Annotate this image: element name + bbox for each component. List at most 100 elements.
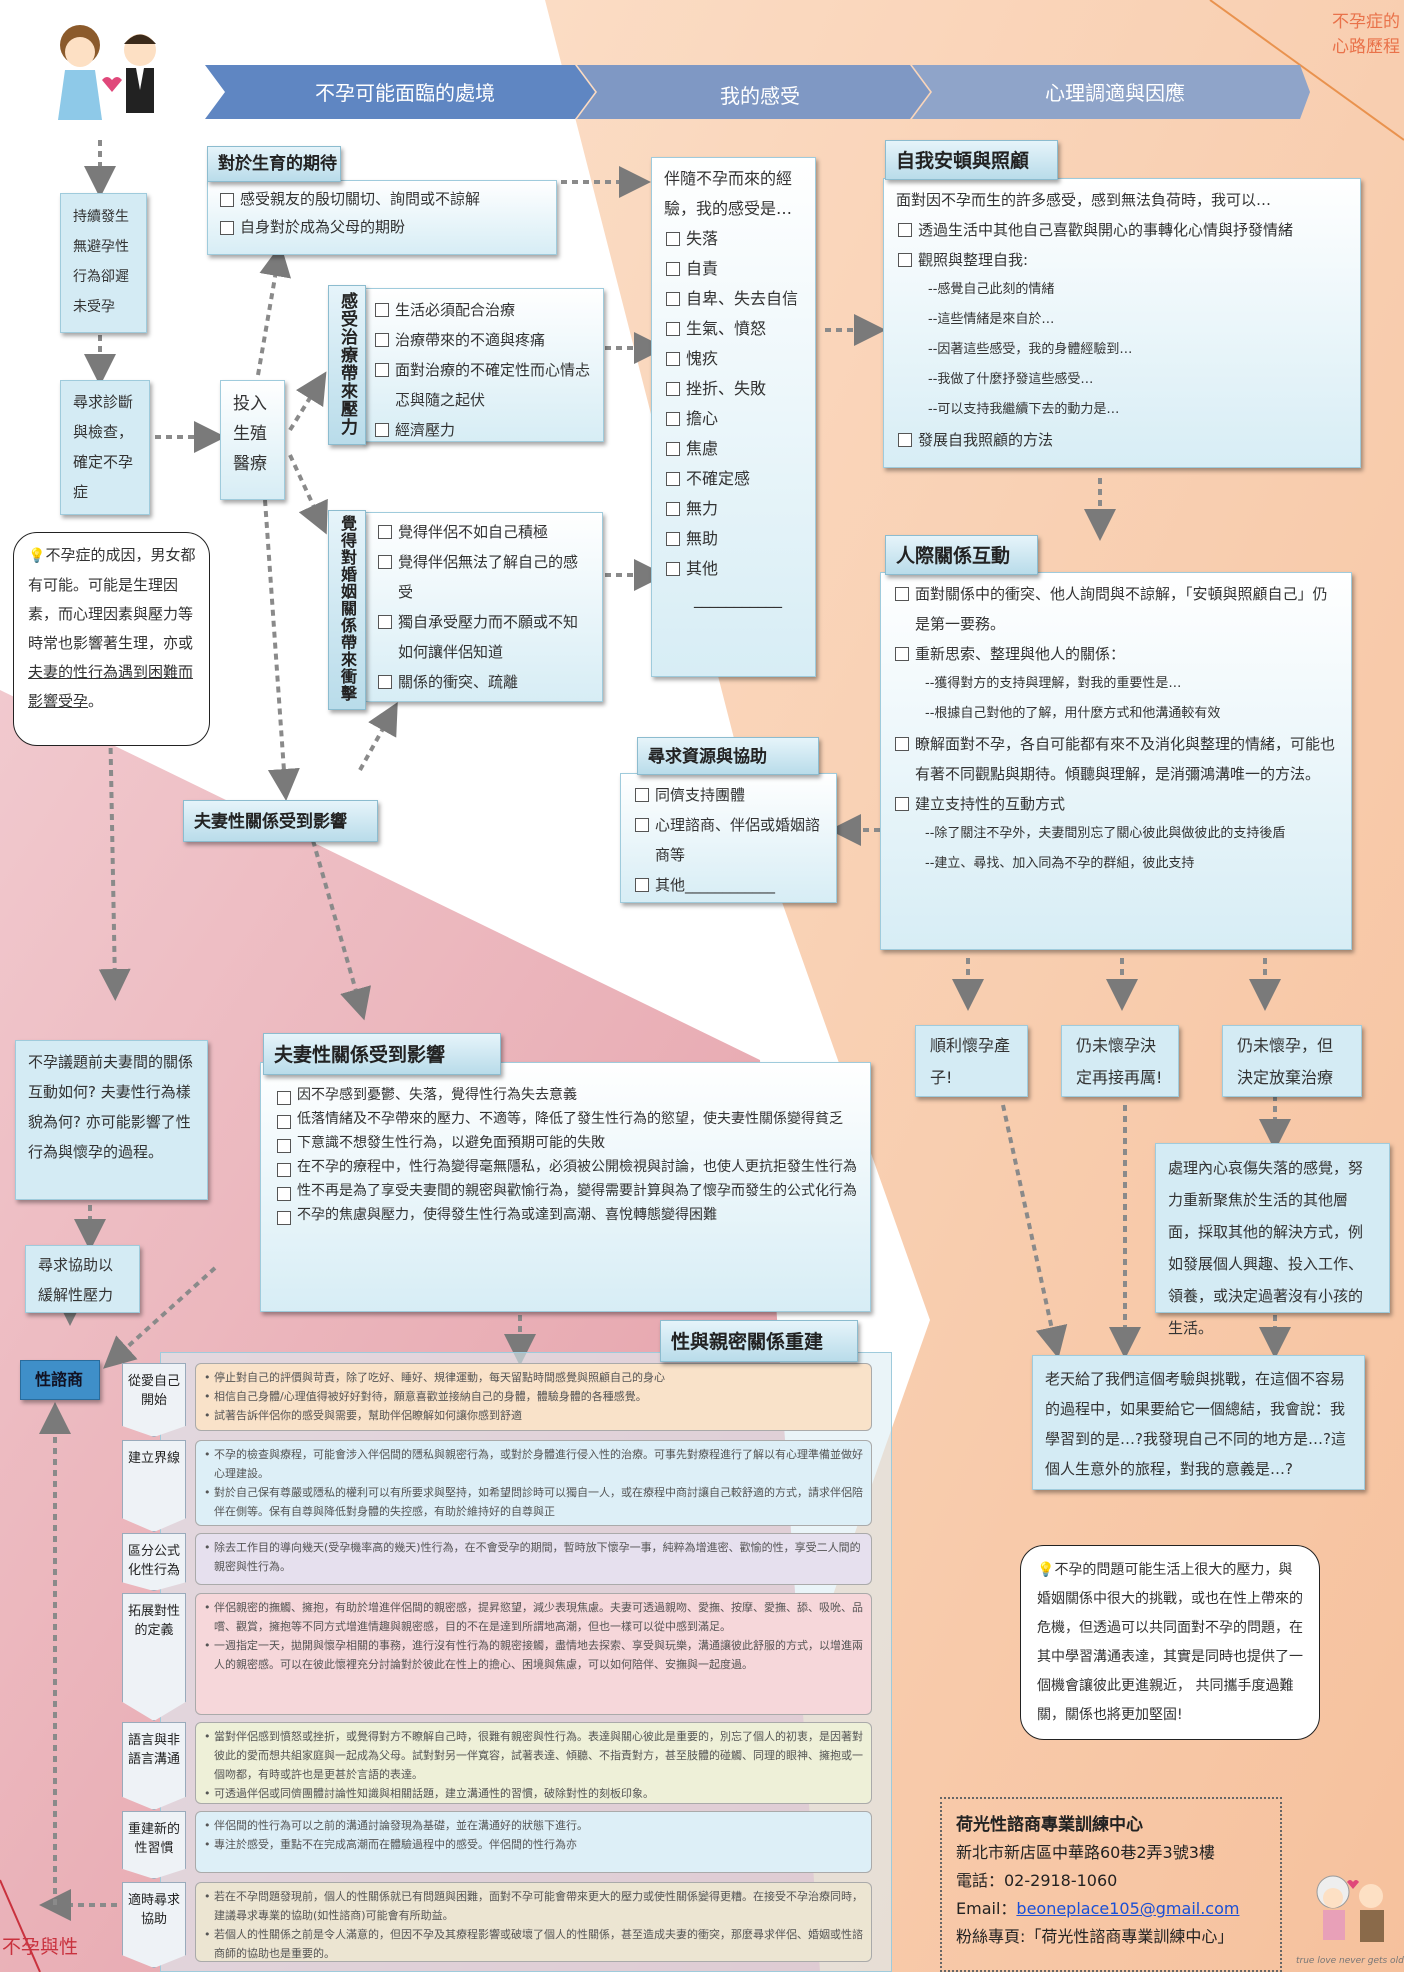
outcome-give-up: 仍未懷孕，但決定放棄治療	[1222, 1025, 1362, 1097]
rebuild-stage-label: 建立界線	[122, 1440, 186, 1532]
sexual-item: 低落情緒及不孕帶來的壓力、不適等，降低了發生性行為的慾望，使夫妻性關係變得貧乏	[275, 1107, 858, 1131]
header-banner	[205, 65, 1310, 119]
rebuild-stage-point: 專注於感受，重點不在完成高潮而在體驗過程中的感受。伴侶間的性行為亦	[204, 1835, 863, 1854]
feeling-item: 其他	[664, 554, 803, 584]
grief-box: 處理內心哀傷失落的感覺，努力重新聚焦於生活的其他層面，採取其他的解決方式，例如發…	[1155, 1143, 1390, 1337]
therapy-box: 性諮商	[20, 1360, 100, 1400]
interpersonal-sub: --建立、尋找、加入同為不孕的群組，彼此支持	[925, 856, 1195, 871]
outcome-pregnant-text: 順利懷孕產子!	[930, 1036, 1011, 1087]
marriage-affected-small: 夫妻性關係受到影響	[183, 800, 378, 842]
rebuild-stage-point: 伴侶間的性行為可以之前的溝通討論發現為基礎，並在溝通好的狀態下進行。	[204, 1816, 863, 1835]
sexual-box: 因不孕感到憂鬱、失落，覺得性行為失去意義 低落情緒及不孕帶來的壓力、不適等，降低…	[260, 1062, 871, 1312]
expectation-title: 對於生育的期待	[207, 146, 341, 182]
sexual-title: 夫妻性關係受到影響	[263, 1033, 501, 1075]
interpersonal-title: 人際關係互動	[885, 535, 1038, 575]
marriage-impact-box: 覺得伴侶不如自己積極 覺得伴侶無法了解自己的感受 獨自承受壓力而不願或不知如何讓…	[365, 512, 603, 702]
center-phone: 電話：02-2918-1060	[956, 1871, 1118, 1890]
corner-title: 不孕症的 心路歷程	[1332, 12, 1400, 57]
self-care-intro: 面對因不孕而生的許多感受，感到無法負荷時，我可以…	[896, 191, 1272, 209]
feeling-item: 不確定感	[664, 464, 803, 494]
rebuild-stage-box: 不孕的檢查與療程，可能會涉入伴侶間的隱私與親密行為，或對於身體進行侵入性的治療。…	[195, 1440, 872, 1526]
rebuild-stage-point: 對於自己保有尊嚴或隱私的權利可以有所要求與堅持，如希望問診時可以獨自一人，或在療…	[204, 1483, 863, 1521]
bulb-icon: 💡	[28, 548, 46, 564]
treatment-stress-item: 治療帶來的不適與疼痛	[373, 325, 593, 355]
resources-item: 其他____________	[633, 870, 824, 900]
tip-challenge-text: 不孕的問題可能生活上很大的壓力，與婚姻關係中很大的挑戰，或也在性上帶來的危機，但…	[1037, 1562, 1303, 1723]
feeling-item: 生氣、憤怒	[664, 314, 803, 344]
tip-cause-underlined: 夫妻的性行為遇到困難而影響受孕	[28, 663, 194, 710]
resources-item: 心理諮商、伴侶或婚姻諮商等	[633, 810, 824, 870]
feeling-item: 挫折、失敗	[664, 374, 803, 404]
rebuild-stage-box: 伴侶間的性行為可以之前的溝通討論發現為基礎，並在溝通好的狀態下進行。專注於感受，…	[195, 1811, 872, 1873]
feelings-box: 伴隨不孕而來的經驗，我的感受是… 失落 自責 自卑、失去自信 生氣、憤怒 愧疚 …	[651, 157, 816, 677]
feelings-blank: ___________	[694, 589, 782, 608]
marriage-impact-item: 覺得伴侶無法了解自己的感受	[376, 547, 592, 607]
reflection-box: 老天給了我們這個考驗與挑戰，在這個不容易的過程中，如果要給它一個總結，我會說：我…	[1032, 1355, 1365, 1490]
header-step2: 我的感受	[720, 84, 800, 108]
treatment-text: 投入生殖醫療	[233, 394, 267, 474]
center-address: 新北市新店區中華路60巷2弄3號3樓	[956, 1843, 1215, 1862]
self-care-sub: --因著這些感受，我的身體經驗到…	[928, 342, 1133, 357]
interpersonal-item: 瞭解面對不孕，各自可能都有來不及消化與整理的情緒，可能也有著不同觀點與期待。傾聽…	[893, 729, 1339, 789]
feeling-item: 愧疚	[664, 344, 803, 374]
rebuild-stage-label: 拓展對性的定義	[122, 1593, 186, 1721]
expectation-item: 感受親友的殷切關切、詢問或不諒解	[218, 185, 546, 213]
interpersonal-box: 面對關係中的衝突、他人詢問與不諒解，「安頓與照顧自己」仍是第一要務。 重新思索、…	[880, 572, 1352, 950]
self-care-item: 發展自我照顧的方法	[896, 425, 1348, 455]
tip-cause-end: 。	[88, 692, 104, 710]
self-care-title: 自我安頓與照顧	[885, 140, 1058, 180]
marriage-impact-item: 關係的衝突、疏離	[376, 667, 592, 697]
resources-item: 同儕支持團體	[633, 780, 824, 810]
rebuild-stage-point: 可透過伴侶或同儕團體討論性知識與相關話題，建立溝通性的習慣，破除對性的刻板印象。	[204, 1784, 863, 1803]
interpersonal-sub: --獲得對方的支持與理解，對我的重要性是…	[925, 676, 1182, 691]
rebuild-stage-label: 適時尋求協助	[122, 1882, 186, 1968]
treatment-stress-box: 生活必須配合治療 治療帶來的不適與疼痛 面對治療的不確定性而心情忐忑與隨之起伏 …	[362, 288, 604, 442]
tip-challenge: 💡不孕的問題可能生活上很大的壓力，與婚姻關係中很大的挑戰，或也在性上帶來的危機，…	[1020, 1545, 1320, 1740]
feeling-item: 失落	[664, 224, 803, 254]
treatment-box: 投入生殖醫療	[220, 380, 285, 500]
sexual-item: 因不孕感到憂鬱、失落，覺得性行為失去意義	[275, 1083, 858, 1107]
interpersonal-item: 重新思索、整理與他人的關係：	[893, 639, 1339, 669]
marriage-impact-item: 獨自承受壓力而不願或不知如何讓伴侶知道	[376, 607, 592, 667]
feeling-item: 擔心	[664, 404, 803, 434]
treatment-stress-item: 面對治療的不確定性而心情忐忑與隨之起伏	[373, 355, 593, 415]
self-care-item: 透過生活中其他自己喜歡與開心的事轉化心情與抒發情緒	[896, 215, 1348, 245]
outcome-pregnant: 順利懷孕產子!	[915, 1025, 1028, 1097]
rebuild-stage-label: 重建新的性習慣	[122, 1811, 186, 1879]
treatment-stress-title: 感受治療帶來壓力	[328, 285, 366, 445]
rebuild-stage-label: 從愛自己開始	[122, 1363, 186, 1437]
sexual-item: 不孕的焦慮與壓力，使得發生性行為或達到高潮、喜悅轉態變得困難	[275, 1203, 858, 1227]
grief-text: 處理內心哀傷失落的感覺，努力重新聚焦於生活的其他層面，採取其他的解決方式，例如發…	[1168, 1159, 1364, 1337]
self-care-sub: --可以支持我繼續下去的動力是…	[928, 402, 1120, 417]
header-step1: 不孕可能面臨的處境	[315, 81, 495, 105]
feeling-item: 自責	[664, 254, 803, 284]
center-email-label: Email：	[956, 1899, 1017, 1918]
center-fanpage: 粉絲專頁:「荷光性諮商專業訓練中心」	[956, 1927, 1234, 1946]
sexual-item: 下意識不想發生性行為，以避免面預期可能的失敗	[275, 1131, 858, 1155]
sexual-item: 在不孕的療程中，性行為變得毫無隱私，必須被公開檢視與討論，也使人更抗拒發生性行為	[275, 1155, 858, 1179]
rebuild-stage-point: 除去工作目的導向幾天(受孕機率高的幾天)性行為，在不會受孕的期間，暫時放下懷孕一…	[204, 1538, 863, 1576]
interpersonal-sub: --除了關注不孕外，夫妻間別忘了關心彼此與做彼此的支持後盾	[925, 826, 1286, 841]
tip-cause-text: 不孕症的成因，男女都有可能。可能是生理因素，而心理因素與壓力等時常也影響著生理，…	[28, 546, 196, 652]
resources-title: 尋求資源與協助	[637, 737, 819, 775]
rebuild-stage-point: 若在不孕問題發現前，個人的性關係就已有問題與困難，面對不孕可能會帶來更大的壓力或…	[204, 1887, 863, 1925]
no-pregnancy-text: 持續發生無避孕性行為卻遲未受孕	[73, 209, 129, 315]
resources-box: 同儕支持團體 心理諮商、伴侶或婚姻諮商等 其他____________	[620, 773, 837, 903]
rebuild-stage-point: 伴侶親密的撫觸、擁抱，有助於增進伴侶間的親密感，提昇慾望，減少表現焦慮。夫妻可透…	[204, 1598, 863, 1636]
center-box: 荷光性諮商專業訓練中心 新北市新店區中華路60巷2弄3號3樓 電話：02-291…	[940, 1797, 1282, 1972]
feeling-item: 無助	[664, 524, 803, 554]
rebuild-stage-point: 相信自己身體/心理值得被好好對待，願意喜歡並接納自己的身體，體驗身體的各種感覺。	[204, 1387, 863, 1406]
diagnosis-text: 尋求診斷與檢查，確定不孕症	[73, 393, 134, 501]
self-care-item: 觀照與整理自我:	[896, 245, 1348, 275]
question-box: 不孕議題前夫妻間的關係互動如何? 夫妻性行為樣貌為何? 亦可能影響了性行為與懷孕…	[15, 1040, 208, 1200]
feeling-item: 焦慮	[664, 434, 803, 464]
rebuild-stage-point: 停止對自己的評價與苛責，除了吃好、睡好、規律運動，每天留點時間感覺與照顧自己的身…	[204, 1368, 863, 1387]
interpersonal-sub: --根據自己對他的了解，用什麼方式和他溝通較有效	[925, 706, 1221, 721]
expectation-item: 自身對於成為父母的期盼	[218, 213, 546, 241]
center-email-link[interactable]: beoneplace105@gmail.com	[1016, 1899, 1240, 1918]
feeling-item: 無力	[664, 494, 803, 524]
seek-help-box: 尋求協助以緩解性壓力	[25, 1245, 140, 1313]
bottom-left-title: 不孕與性	[2, 1936, 79, 1958]
rebuild-stage-point: 不孕的檢查與療程，可能會涉入伴侶間的隱私與親密行為，或對於身體進行侵入性的治療。…	[204, 1445, 863, 1483]
self-care-box: 面對因不孕而生的許多感受，感到無法負荷時，我可以… 透過生活中其他自己喜歡與開心…	[883, 178, 1361, 468]
